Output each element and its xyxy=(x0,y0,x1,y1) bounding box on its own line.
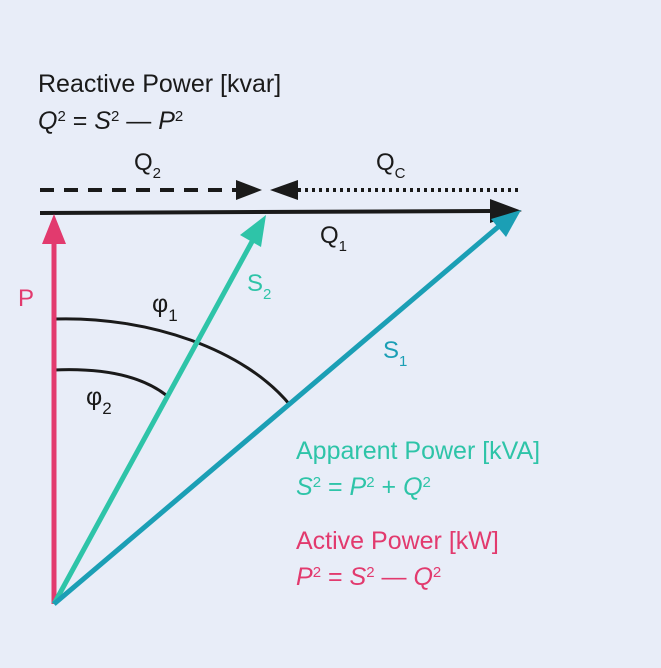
q1-line xyxy=(39,209,493,215)
phi2-label: φ2 xyxy=(86,383,112,418)
active-power-heading: Active Power [kW] xyxy=(296,527,499,555)
s1-arrowhead xyxy=(491,210,521,237)
apparent-power-formula: S2 = P2 + Q2 xyxy=(296,473,431,501)
phi1-label: φ1 xyxy=(152,290,178,325)
p-label: P xyxy=(18,285,34,312)
q1-label: Q1 xyxy=(320,222,347,255)
qc-arrowhead xyxy=(270,180,298,200)
q2-label: Q2 xyxy=(134,149,161,182)
reactive-power-formula: Q2 = S2 — P2 xyxy=(38,107,183,135)
p-arrowhead xyxy=(42,214,66,244)
phi2-arc xyxy=(53,368,167,397)
qc-label: QC xyxy=(376,149,406,182)
apparent-power-heading: Apparent Power [kVA] xyxy=(296,437,540,465)
s1-label: S1 xyxy=(383,337,407,370)
s1-arrow-line xyxy=(52,225,500,606)
active-power-formula: P2 = S2 — Q2 xyxy=(296,563,441,591)
reactive-power-heading: Reactive Power [kvar] xyxy=(38,70,281,98)
phi1-arc xyxy=(53,317,292,406)
q2-arrowhead xyxy=(236,180,262,200)
s2-arrow-line xyxy=(51,236,257,606)
s2-label: S2 xyxy=(247,270,271,303)
s2-arrowhead xyxy=(240,215,266,247)
